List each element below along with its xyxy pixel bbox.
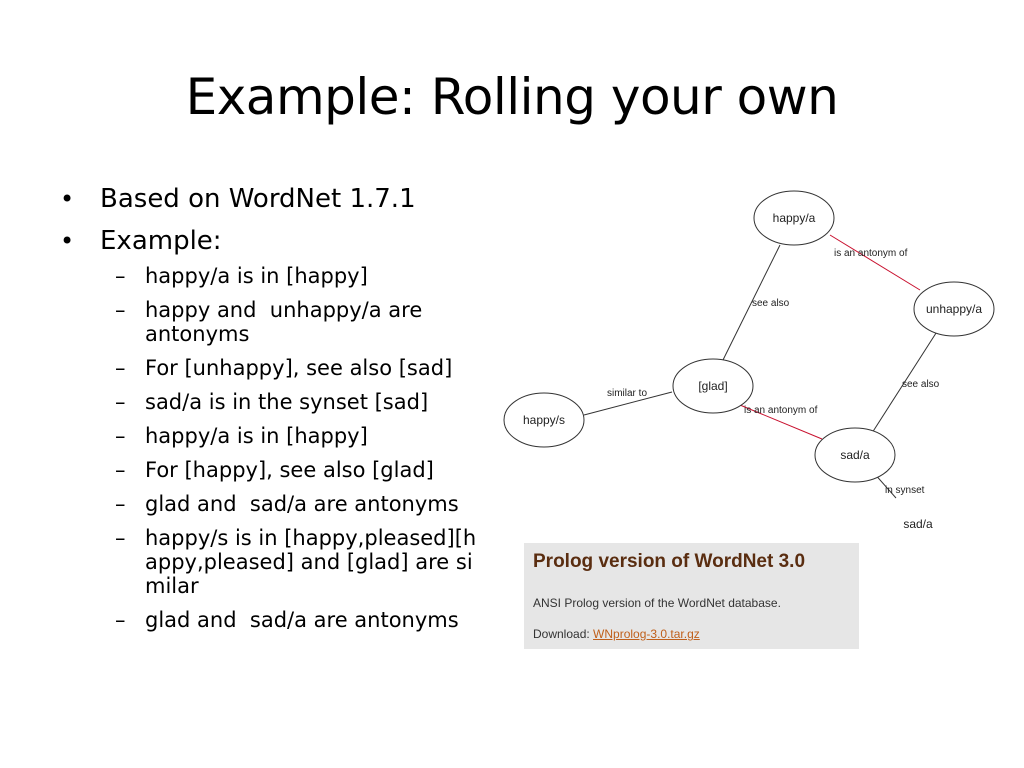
edge-label-unhappy-sad: see also bbox=[902, 379, 940, 390]
sub-bullet-text: happy/s is in [happy,pleased][happy,plea… bbox=[145, 526, 477, 598]
dash-icon: – bbox=[115, 356, 126, 380]
node-happy-s bbox=[503, 392, 585, 448]
node-label-unhappy-a: unhappy/a bbox=[926, 302, 982, 316]
download-link[interactable]: WNprolog-3.0.tar.gz bbox=[593, 627, 700, 641]
sub-bullet-item: –sad/a is in the synset [sad] bbox=[58, 390, 498, 414]
dash-icon: – bbox=[115, 264, 126, 288]
dash-icon: – bbox=[115, 390, 126, 414]
sub-bullet-item: –happy/a is in [happy] bbox=[58, 424, 498, 448]
dash-icon: – bbox=[115, 298, 126, 322]
node-sad-a bbox=[814, 427, 896, 483]
node-label-happy-s: happy/s bbox=[523, 413, 565, 427]
bullet-item: • Example: bbox=[58, 224, 498, 258]
sub-bullet-item: –For [happy], see also [glad] bbox=[58, 458, 498, 482]
bullet-dot-icon: • bbox=[60, 227, 75, 255]
download-label: Download: bbox=[533, 627, 590, 641]
node-label-sad-a-plain: sad/a bbox=[903, 517, 933, 531]
slide-title: Example: Rolling your own bbox=[185, 68, 839, 126]
prolog-wordnet-panel: Prolog version of WordNet 3.0 ANSI Prolo… bbox=[524, 543, 859, 649]
edge-label-happy-glad: see also bbox=[752, 298, 790, 309]
node-glad bbox=[672, 358, 754, 414]
bullet-item: • Based on WordNet 1.7.1 bbox=[58, 182, 498, 216]
sub-bullet-item: –happy/a is in [happy] bbox=[58, 264, 498, 288]
panel-description: ANSI Prolog version of the WordNet datab… bbox=[533, 596, 781, 610]
panel-title: Prolog version of WordNet 3.0 bbox=[533, 551, 806, 572]
sub-bullet-item: –glad and sad/a are antonyms bbox=[58, 608, 498, 632]
node-label-glad: [glad] bbox=[698, 379, 727, 393]
bullet-text: Example: bbox=[100, 226, 222, 256]
edge-happys-glad bbox=[583, 391, 673, 416]
download-row: Download: WNprolog-3.0.tar.gz bbox=[533, 627, 700, 641]
node-happy-a bbox=[753, 190, 835, 246]
sub-bullet-item: –glad and sad/a are antonyms bbox=[58, 492, 498, 516]
dash-icon: – bbox=[115, 608, 126, 632]
edge-unhappy-sad bbox=[871, 329, 939, 434]
sub-bullet-text: happy and unhappy/a are antonyms bbox=[145, 298, 429, 346]
sub-bullet-text: happy/a is in [happy] bbox=[145, 424, 368, 448]
edge-label-glad-sad: is an antonym of bbox=[744, 405, 818, 416]
wordnet-graph: happy/a unhappy/a [glad] happy/s sad/a s… bbox=[500, 185, 1010, 535]
bullet-dot-icon: • bbox=[60, 185, 75, 213]
edge-happy-glad bbox=[721, 244, 781, 363]
edge-label-happy-unhappy: is an antonym of bbox=[834, 248, 908, 259]
sub-bullet-item: –happy/s is in [happy,pleased][happy,ple… bbox=[58, 526, 498, 598]
edge-label-happys-glad: similar to bbox=[607, 388, 647, 399]
node-label-sad-a: sad/a bbox=[840, 448, 870, 462]
edge-glad-sad bbox=[739, 404, 823, 440]
edge-happy-unhappy bbox=[829, 234, 921, 291]
sub-bullet-text: happy/a is in [happy] bbox=[145, 264, 368, 288]
sub-bullet-text: For [happy], see also [glad] bbox=[145, 458, 434, 482]
sub-bullet-text: glad and sad/a are antonyms bbox=[145, 492, 459, 516]
sub-bullet-text: sad/a is in the synset [sad] bbox=[145, 390, 429, 414]
sub-bullet-item: –happy and unhappy/a are antonyms bbox=[58, 298, 498, 346]
bullet-text: Based on WordNet 1.7.1 bbox=[100, 184, 416, 214]
dash-icon: – bbox=[115, 492, 126, 516]
sub-bullet-text: glad and sad/a are antonyms bbox=[145, 608, 459, 632]
dash-icon: – bbox=[115, 526, 126, 550]
node-unhappy-a bbox=[913, 281, 995, 337]
sub-bullet-text: For [unhappy], see also [sad] bbox=[145, 356, 453, 380]
sub-bullet-item: –For [unhappy], see also [sad] bbox=[58, 356, 498, 380]
edge-label-sad-synset: in synset bbox=[885, 485, 925, 496]
node-label-happy-a: happy/a bbox=[773, 211, 816, 225]
dash-icon: – bbox=[115, 424, 126, 448]
bullet-list: • Based on WordNet 1.7.1 • Example: –hap… bbox=[58, 182, 498, 642]
dash-icon: – bbox=[115, 458, 126, 482]
